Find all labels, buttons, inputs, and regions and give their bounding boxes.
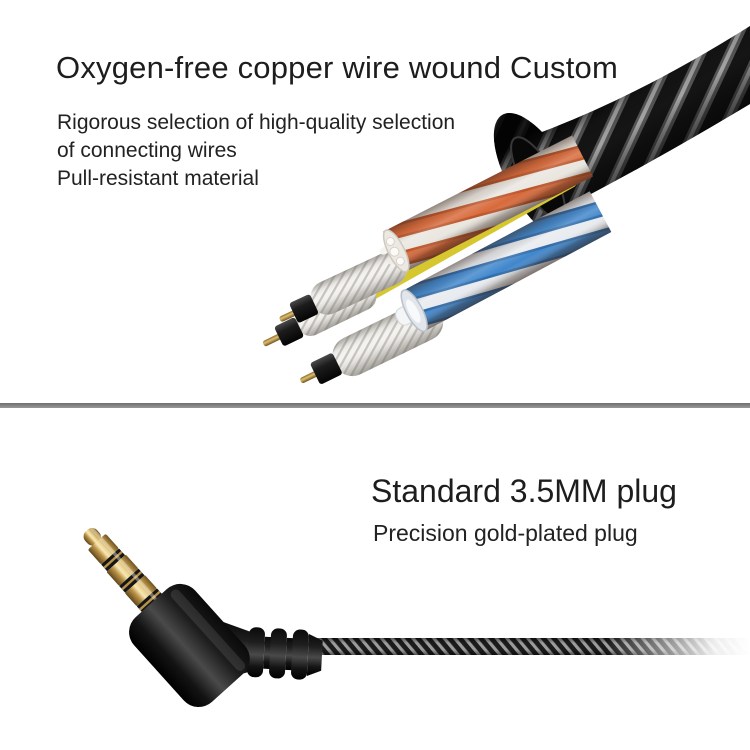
blue-wire bbox=[395, 191, 612, 333]
audio-plug-illustration bbox=[83, 527, 750, 708]
gold-pin bbox=[300, 370, 320, 384]
stripped-cable-illustration bbox=[262, 26, 750, 384]
subtitle-line: Rigorous selection of high-quality selec… bbox=[57, 111, 456, 134]
subtitle-line: of connecting wires bbox=[57, 139, 237, 162]
cable-section-subtitle: Rigorous selection of high-quality selec… bbox=[57, 109, 455, 193]
plug-section-title: Standard 3.5MM plug bbox=[371, 473, 677, 509]
orange-wire bbox=[379, 135, 593, 273]
connector-tip bbox=[310, 353, 342, 384]
gold-pin bbox=[279, 310, 297, 322]
plug-body bbox=[129, 583, 250, 708]
cable-section-title: Oxygen-free copper wire wound Custom bbox=[56, 50, 619, 85]
plug-section-subtitle: Precision gold-plated plug bbox=[373, 520, 638, 546]
subtitle-line: Pull-resistant material bbox=[57, 167, 259, 190]
connector-tip bbox=[274, 317, 304, 346]
section-divider bbox=[0, 403, 750, 408]
connector-tip bbox=[289, 294, 319, 323]
braided-lead-1 bbox=[279, 251, 407, 323]
gold-pin bbox=[262, 333, 282, 347]
braided-cord bbox=[312, 632, 750, 662]
